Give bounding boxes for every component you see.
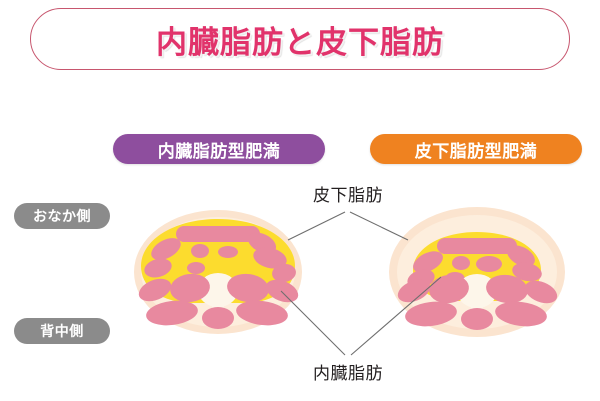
back-muscle-shapes-right (397, 274, 558, 330)
cross-section-subcutaneous-type (389, 207, 565, 337)
title-pill-border (30, 8, 570, 70)
leader-lines (280, 211, 442, 356)
visceral-fat-area-left (141, 219, 295, 303)
organ-shapes-left (144, 226, 296, 283)
banner-visceral-obesity: 内臓脂肪型肥満 (113, 134, 325, 164)
callout-subcutaneous-fat: 皮下脂肪 (313, 186, 383, 205)
spine-right (457, 274, 497, 321)
leader-line-subcut-left (287, 211, 346, 241)
subcutaneous-fat-layer-left (134, 210, 302, 334)
side-label-back: 背中側 (14, 318, 110, 344)
side-label-belly: おなか側 (14, 203, 110, 229)
leader-line-visceral-left (280, 290, 346, 356)
back-muscle-shapes-left (138, 273, 299, 329)
subcutaneous-fat-layer-right (389, 207, 565, 337)
subcutaneous-fat-inner-left (141, 217, 295, 327)
leader-line-subcut-right (349, 211, 409, 241)
callout-visceral-fat: 内臓脂肪 (313, 364, 383, 383)
leader-line-visceral-right (350, 276, 442, 356)
subcutaneous-fat-inner-right (397, 215, 557, 329)
organ-shapes-right (407, 238, 542, 289)
spine-left (198, 273, 238, 320)
cross-section-visceral-type (134, 210, 302, 334)
banner-subcutaneous-obesity: 皮下脂肪型肥満 (370, 134, 582, 164)
visceral-fat-area-right (413, 232, 541, 301)
page-title: 内臓脂肪と皮下脂肪 (156, 24, 444, 60)
